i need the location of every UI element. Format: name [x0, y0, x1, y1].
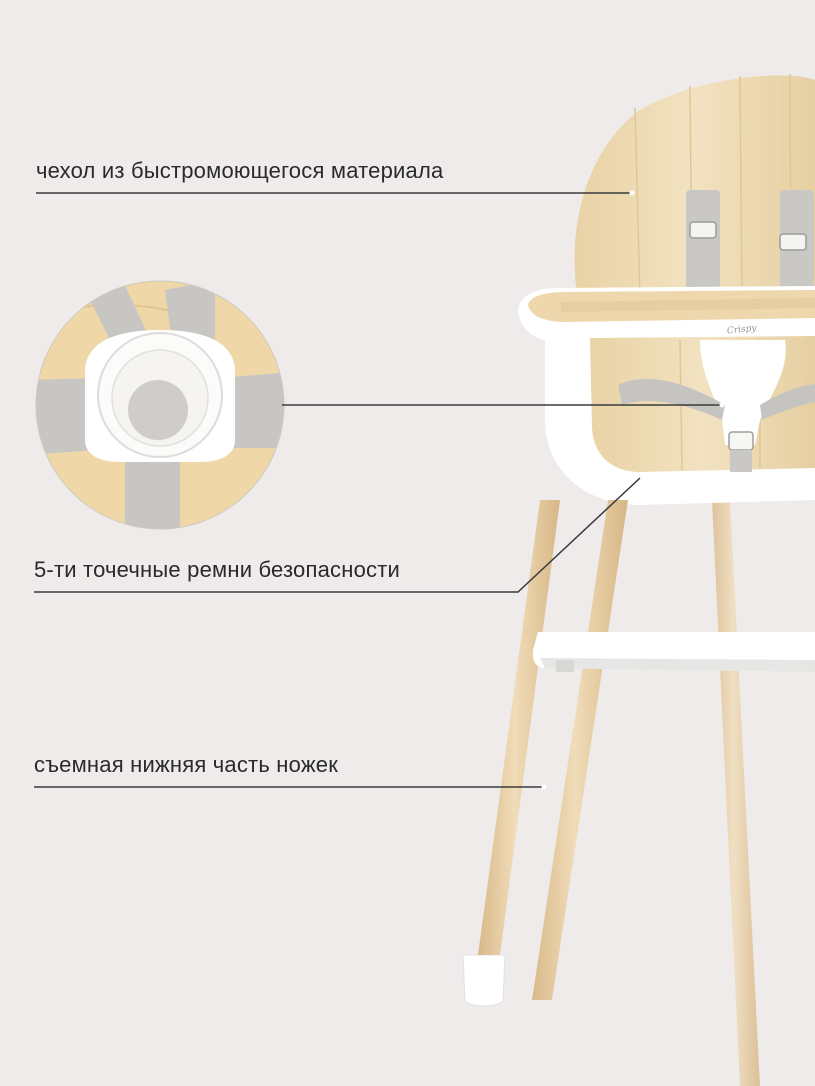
harness-callout-line [34, 477, 641, 593]
callout-lines [34, 190, 725, 790]
legs-caption: съемная нижняя часть ножек [34, 752, 339, 777]
cover-caption: чехол из быстромоющегося материала [36, 158, 444, 183]
buckle-zoom-inset [36, 281, 284, 529]
harness-caption: 5-ти точечные ремни безопасности [34, 557, 400, 582]
chair-back-leg [712, 500, 760, 1086]
shoulder-straps [686, 190, 814, 300]
harness-buckle [618, 340, 815, 472]
chair-front-leg [462, 500, 628, 1007]
chair-tray [518, 286, 815, 342]
footrest [532, 632, 815, 672]
